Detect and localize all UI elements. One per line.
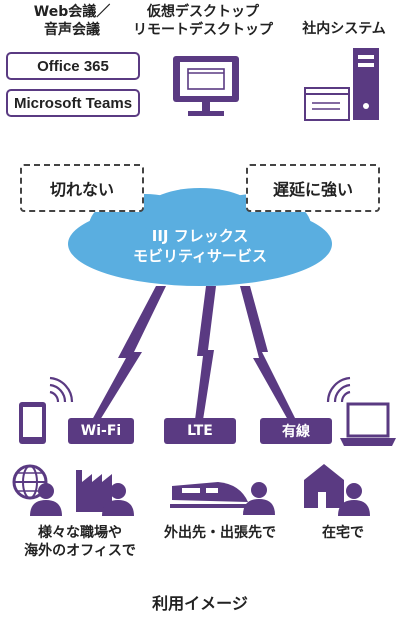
globe-icon bbox=[12, 464, 48, 500]
house-icon bbox=[304, 464, 344, 508]
train-icon bbox=[170, 482, 252, 508]
person-icon bbox=[102, 483, 134, 516]
person-icon bbox=[243, 482, 275, 515]
lte-label: LTE bbox=[164, 418, 236, 444]
home-label: 在宅で bbox=[322, 525, 364, 541]
no-disconnect-bubble: 切れない bbox=[20, 164, 144, 212]
internal-system-label: 社内システム bbox=[302, 21, 386, 37]
connection-lines bbox=[92, 286, 296, 420]
wifi-label: Wi-Fi bbox=[68, 418, 134, 444]
microsoft-teams-box: Microsoft Teams bbox=[6, 89, 140, 117]
web-conference-label: Web会議／ 音声会議 bbox=[33, 4, 111, 38]
factory-icon bbox=[76, 470, 112, 512]
travel-label: 外出先・出張先で bbox=[164, 525, 276, 541]
virtual-desktop-label: 仮想デスクトップ リモートデスクトップ bbox=[133, 4, 273, 38]
wired-label: 有線 bbox=[260, 418, 332, 444]
caption: 利用イメージ bbox=[152, 594, 248, 613]
laptop-icon bbox=[340, 402, 396, 446]
cloud-service-name: IIJ フレックス モビリティサービス bbox=[132, 227, 268, 265]
server-tower-icon bbox=[353, 48, 379, 120]
low-latency-bubble: 遅延に強い bbox=[246, 164, 380, 212]
wifi-signal-right-icon bbox=[326, 376, 351, 403]
desktop-monitor-icon bbox=[173, 56, 239, 116]
person-icon bbox=[30, 483, 62, 516]
server-window-icon bbox=[304, 87, 350, 121]
office365-box: Office 365 bbox=[6, 52, 140, 80]
smartphone-icon bbox=[19, 402, 46, 444]
workplace-label: 様々な職場や 海外のオフィスで bbox=[24, 525, 136, 559]
person-icon bbox=[338, 483, 370, 516]
wifi-signal-left-icon bbox=[49, 376, 74, 403]
